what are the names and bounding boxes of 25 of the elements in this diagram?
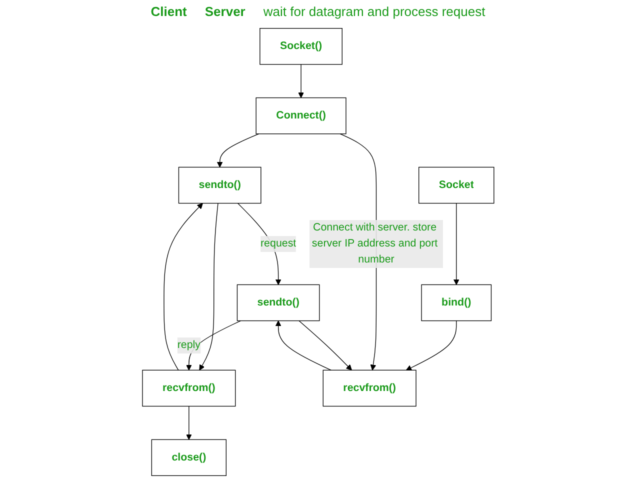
node-box: Connect() (256, 97, 346, 134)
node-box: recvfrom() (322, 370, 416, 407)
node-box: sendto() (178, 166, 262, 204)
column-heading: Server (204, 4, 246, 19)
note-text: wait for datagram and process request (263, 4, 486, 19)
node-box: recvfrom() (142, 370, 236, 407)
edge-label: Connect with server. store server IP address and port number (312, 222, 438, 266)
arrow (198, 202, 218, 370)
node-box: bind() (420, 284, 492, 322)
column-heading: Client (150, 4, 187, 19)
arrow (453, 202, 460, 285)
arrow (216, 134, 259, 168)
node-box: sendto() (236, 284, 320, 322)
arrow (275, 320, 332, 370)
arrow (298, 64, 304, 98)
edge-label: reply (177, 339, 200, 351)
node-box: close() (151, 439, 226, 476)
arrow (406, 320, 456, 370)
node-box: Socket (418, 166, 494, 204)
edge-label: request (260, 238, 296, 250)
arrow (186, 320, 241, 370)
node-box: Socket() (259, 28, 342, 65)
arrow (163, 203, 203, 370)
arrow (186, 406, 192, 440)
arrow (298, 320, 352, 370)
